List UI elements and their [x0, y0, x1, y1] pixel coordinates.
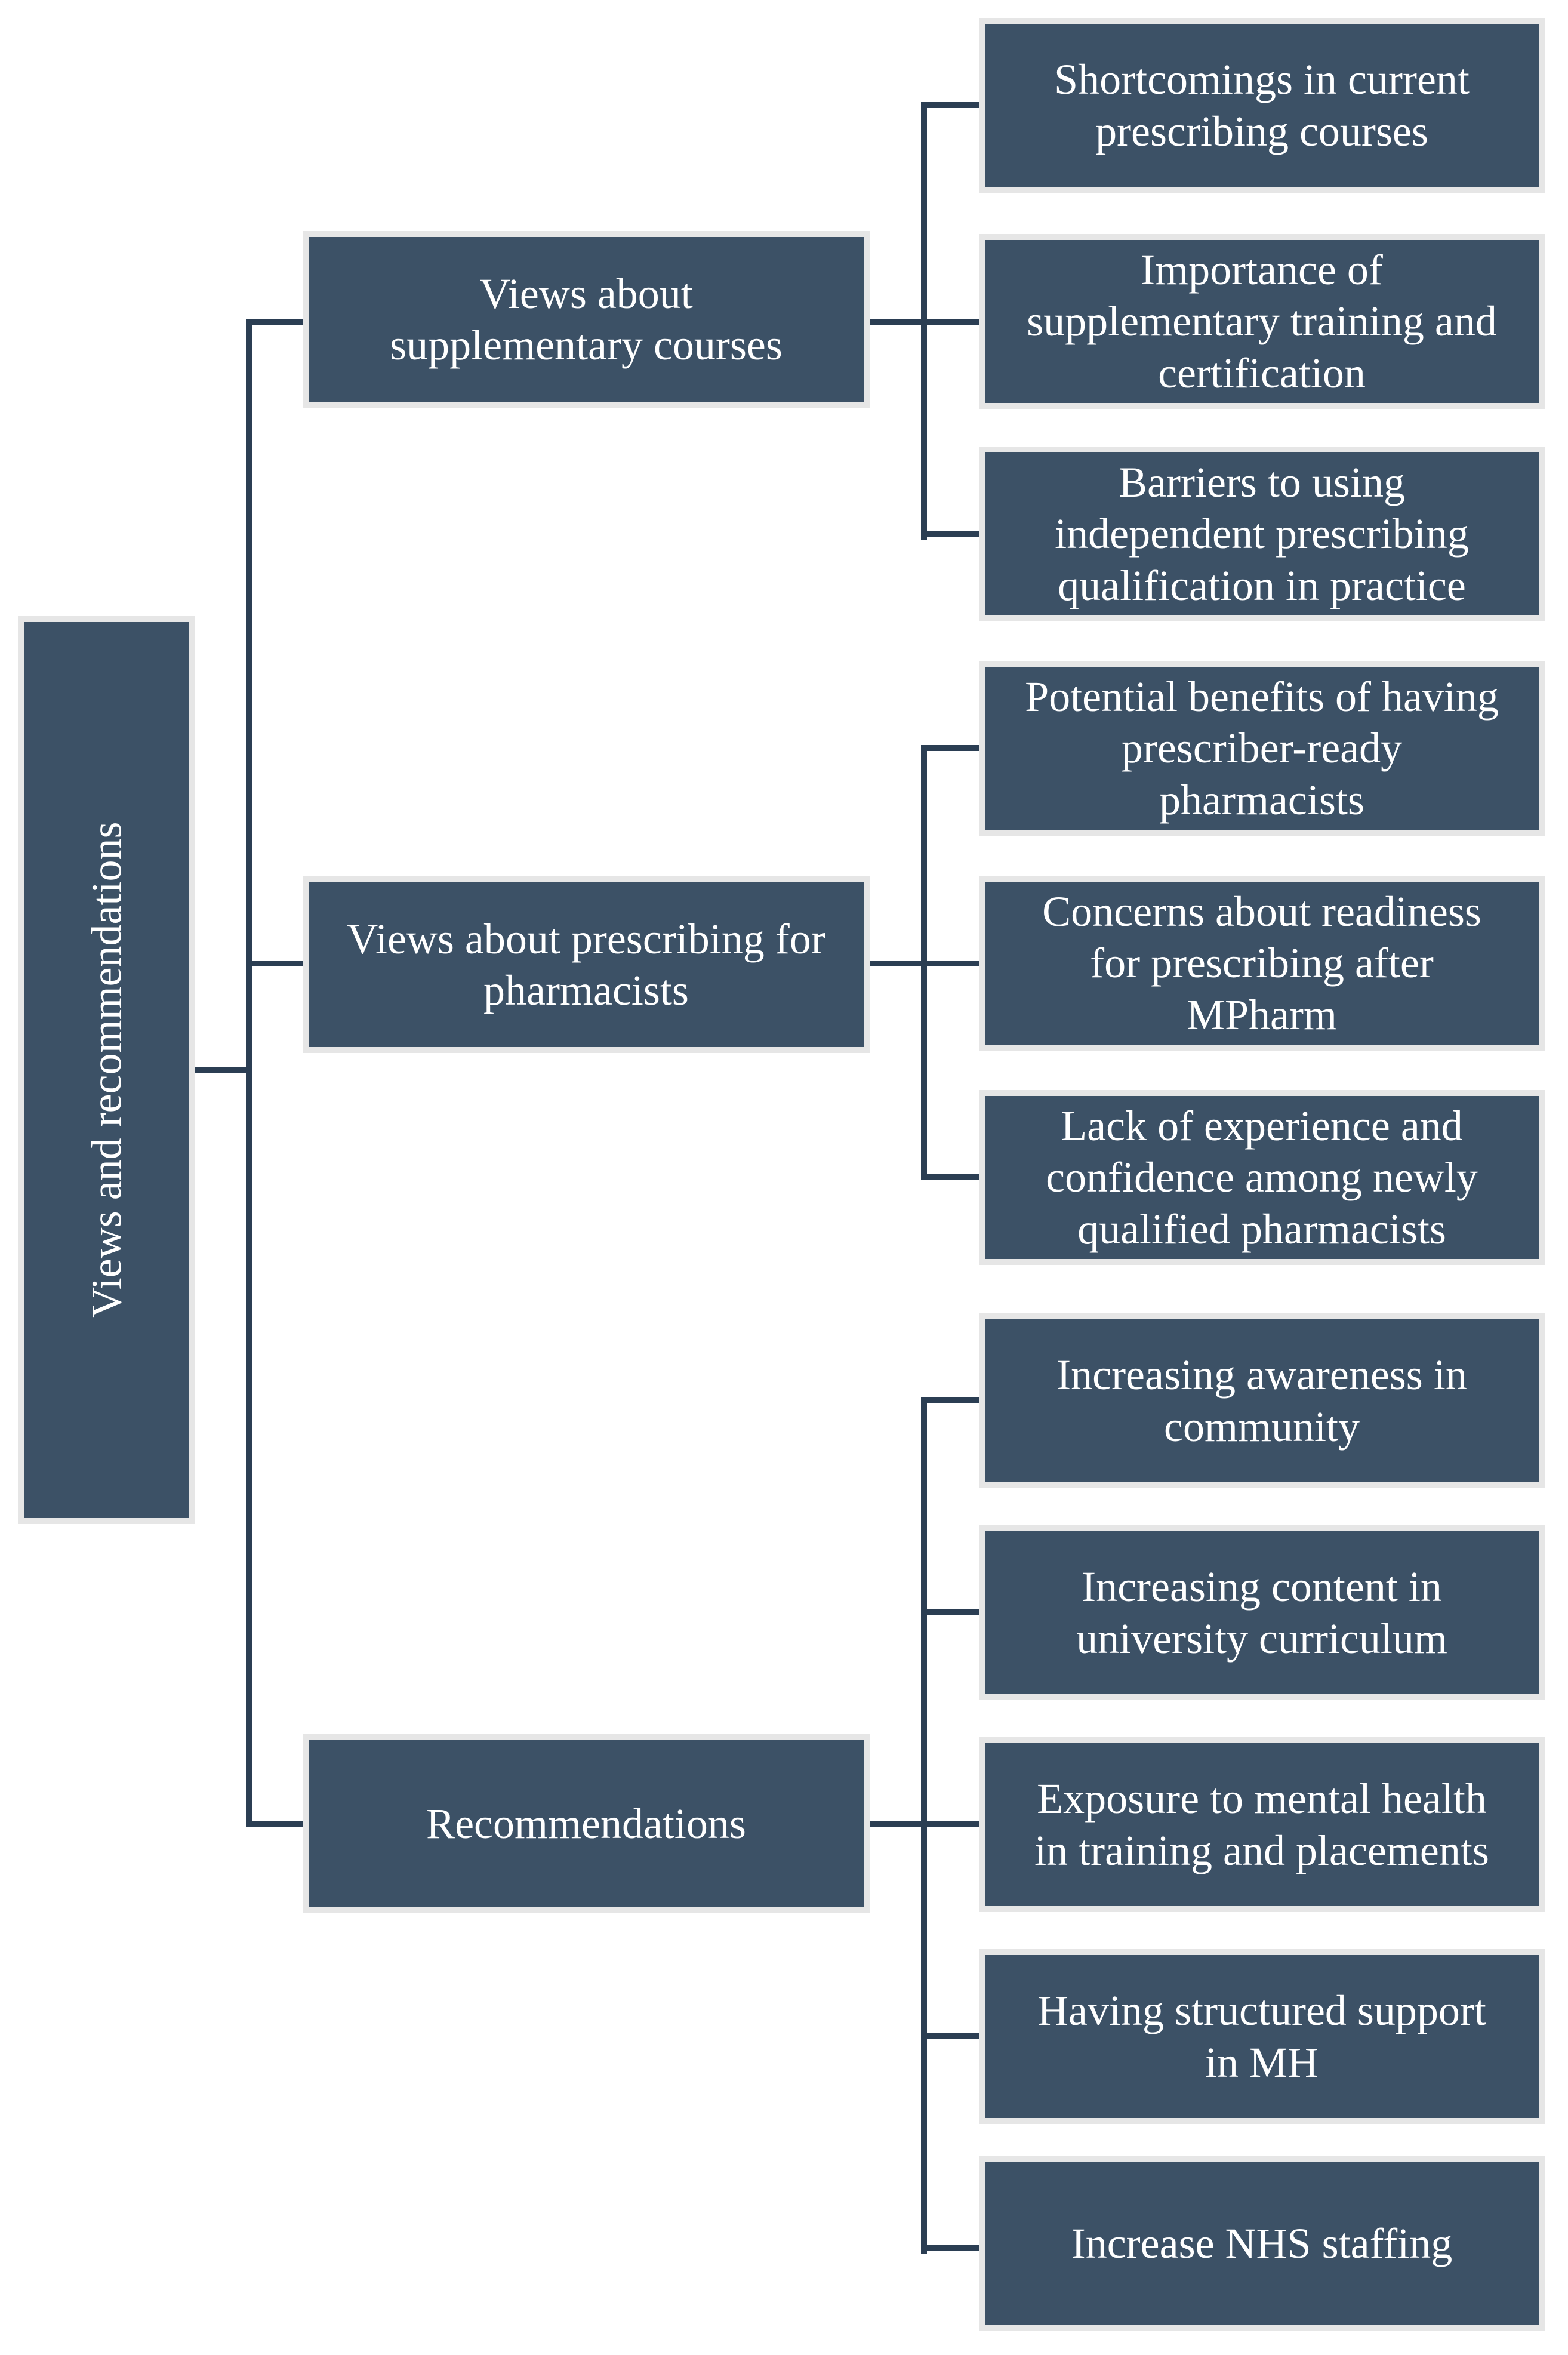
connector-trunk-to-branch-2 — [246, 961, 309, 966]
leaf-node-label: Shortcomings in current prescribing cour… — [1054, 56, 1470, 155]
root-node-views-and-recommendations: Views and recommendations — [18, 616, 195, 1524]
connector-branch-3-to-subtrunk — [865, 1821, 991, 1827]
leaf-node-label: Increasing content in university curricu… — [1076, 1563, 1447, 1663]
leaf-node-having-structured-support-in-mh: Having structured support in MH — [979, 1949, 1545, 2124]
connector-leaf-8 — [921, 1609, 991, 1615]
connector-subtrunk-group-3 — [921, 1397, 927, 2254]
leaf-node-increasing-awareness-in-community: Increasing awareness in community — [979, 1313, 1545, 1488]
connector-leaf-10 — [921, 2033, 991, 2039]
connector-leaf-6 — [921, 1174, 991, 1180]
leaf-node-label: Having structured support in MH — [1037, 1987, 1486, 2086]
leaf-node-label: Increase NHS staffing — [1071, 2219, 1453, 2268]
leaf-node-label: Lack of experience and confidence among … — [1046, 1101, 1478, 1253]
leaf-node-importance-of-supplementary-training: Importance of supplementary training and… — [979, 234, 1545, 409]
leaf-node-increase-nhs-staffing: Increase NHS staffing — [979, 2156, 1545, 2331]
leaf-node-exposure-to-mental-health-in-training: Exposure to mental health in training an… — [979, 1737, 1545, 1912]
connector-root-to-trunk — [192, 1067, 252, 1073]
connector-leaf-4 — [921, 745, 991, 751]
connector-leaf-3 — [921, 531, 991, 537]
leaf-node-concerns-about-readiness-after-mpharm: Concerns about readiness for prescribing… — [979, 876, 1545, 1051]
leaf-node-label: Concerns about readiness for prescribing… — [1042, 887, 1481, 1039]
branch-node-recommendations: Recommendations — [303, 1734, 870, 1913]
branch-node-label: Views about prescribing for pharmacists — [347, 915, 825, 1014]
root-node-label: Views and recommendations — [82, 821, 131, 1319]
leaf-node-label: Exposure to mental health in training an… — [1034, 1775, 1489, 1874]
leaf-node-lack-of-experience-and-confidence: Lack of experience and confidence among … — [979, 1090, 1545, 1265]
connector-subtrunk-group-1 — [921, 102, 927, 540]
leaf-node-shortcomings-in-current-prescribing-courses: Shortcomings in current prescribing cour… — [979, 18, 1545, 193]
leaf-node-label: Potential benefits of having prescriber-… — [1025, 672, 1499, 824]
connector-main-trunk — [246, 319, 252, 1827]
leaf-node-potential-benefits-prescriber-ready: Potential benefits of having prescriber-… — [979, 661, 1545, 836]
leaf-node-label: Importance of supplementary training and… — [1027, 245, 1497, 397]
branch-node-label: Recommendations — [426, 1799, 746, 1848]
connector-leaf-7 — [921, 1397, 991, 1403]
branch-node-views-about-prescribing-for-pharmacists: Views about prescribing for pharmacists — [303, 876, 870, 1053]
leaf-node-label: Barriers to using independent prescribin… — [1055, 458, 1469, 609]
connector-trunk-to-branch-1 — [246, 319, 309, 325]
connector-branch-1-to-subtrunk — [865, 319, 991, 325]
leaf-node-increasing-content-in-university-curriculum: Increasing content in university curricu… — [979, 1525, 1545, 1700]
connector-subtrunk-group-2 — [921, 745, 927, 1180]
connector-branch-2-to-subtrunk — [865, 961, 991, 966]
branch-node-label: Views about supplementary courses — [390, 269, 783, 369]
leaf-node-label: Increasing awareness in community — [1056, 1351, 1467, 1451]
branch-node-views-about-supplementary-courses: Views about supplementary courses — [303, 231, 870, 408]
connector-leaf-1 — [921, 102, 991, 108]
connector-trunk-to-branch-3 — [246, 1821, 309, 1827]
connector-leaf-11 — [921, 2245, 991, 2251]
leaf-node-barriers-to-using-independent-prescribing: Barriers to using independent prescribin… — [979, 447, 1545, 621]
